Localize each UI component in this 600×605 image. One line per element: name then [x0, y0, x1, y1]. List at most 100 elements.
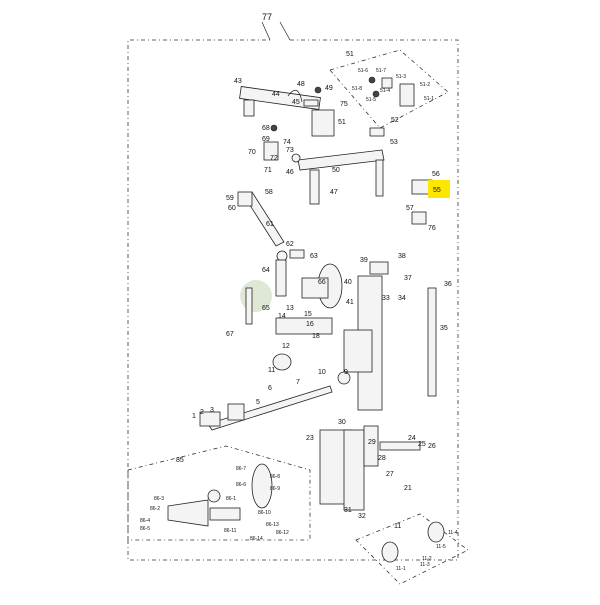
label-86-2: 86-2: [150, 506, 160, 512]
part-48: [303, 99, 319, 107]
label-64: 64: [262, 267, 270, 274]
label-66: 66: [318, 279, 326, 286]
part-51-2: [381, 77, 393, 89]
part-3: [227, 403, 245, 421]
part-5: [199, 411, 221, 427]
label-71: 71: [264, 167, 272, 174]
part-45: [287, 89, 303, 103]
label-51: 51: [338, 119, 346, 126]
label-65: 65: [262, 305, 270, 312]
label-86-9: 86-9: [270, 486, 280, 492]
label-11-2: 11-2: [422, 556, 432, 562]
part-59: [237, 191, 253, 207]
label-86-5: 86-5: [140, 526, 150, 532]
label-77: 77: [262, 12, 272, 22]
label-51-7: 51-7: [376, 68, 386, 74]
label-14: 14: [278, 313, 286, 320]
part-11: [272, 353, 292, 371]
label-73: 73: [286, 147, 294, 154]
part-31: [343, 429, 365, 511]
part-86-2: [209, 507, 241, 521]
label-44: 44: [272, 91, 280, 98]
label-36: 36: [444, 281, 452, 288]
label-86-1: 86-1: [226, 496, 236, 502]
part-64: [275, 259, 287, 297]
label-26: 26: [428, 443, 436, 450]
part-35: [427, 287, 437, 397]
part-6-shaft: [207, 385, 333, 431]
label-41: 41: [346, 299, 354, 306]
label-11: 11: [268, 367, 275, 374]
label-23: 23: [306, 435, 314, 442]
part-51-7: [368, 76, 376, 84]
label-75: 75: [340, 101, 348, 108]
part-76: [411, 211, 427, 225]
callout-labels: 43 44 45 48 49 75 51 51 51-1 51-2 51-3 5…: [140, 51, 458, 572]
label-18: 18: [312, 333, 320, 340]
label-51-1: 51-1: [424, 96, 434, 102]
label-3: 3: [210, 407, 214, 414]
label-51-4: 51-4: [380, 88, 390, 94]
label-86-13: 86-13: [266, 522, 279, 528]
label-60: 60: [228, 205, 236, 212]
part-29: [363, 425, 379, 467]
label-28: 28: [378, 455, 386, 462]
label-57: 57: [406, 205, 414, 212]
label-70: 70: [248, 149, 256, 156]
subassembly-86-box: [127, 445, 311, 541]
label-58: 58: [265, 189, 273, 196]
label-37: 37: [404, 275, 412, 282]
label-1: 1: [192, 413, 196, 420]
part-65: [245, 287, 253, 325]
label-12: 12: [282, 343, 290, 350]
label-43: 43: [234, 78, 242, 85]
label-33: 33: [382, 295, 390, 302]
label-34: 34: [398, 295, 406, 302]
label-49: 49: [325, 85, 333, 92]
label-6: 6: [268, 385, 272, 392]
part-49: [314, 86, 322, 94]
label-16: 16: [306, 321, 314, 328]
label-86-6: 86-6: [236, 482, 246, 488]
part-51-1: [399, 83, 415, 107]
label-86-4: 86-4: [140, 518, 150, 524]
part-44-arm: [239, 86, 321, 110]
label-56: 56: [432, 171, 440, 178]
leader: [279, 21, 291, 41]
label-32: 32: [358, 513, 366, 520]
label-7: 7: [296, 379, 300, 386]
label-21: 21: [404, 485, 412, 492]
label-51-6: 51-6: [358, 68, 368, 74]
part-11-1: [381, 541, 399, 563]
label-53: 53: [390, 139, 398, 146]
part-86-1: [207, 489, 221, 503]
label-86-7: 86-7: [236, 466, 246, 472]
label-47: 47: [330, 189, 338, 196]
label-39: 39: [360, 257, 368, 264]
label-61: 61: [266, 221, 274, 228]
label-11-4: 11-4: [448, 530, 458, 536]
label-55-highlighted: 55: [433, 187, 441, 194]
label-69: 69: [262, 136, 270, 143]
label-68: 68: [262, 125, 270, 132]
label-72: 72: [270, 155, 278, 162]
label-25: 25: [418, 441, 426, 448]
part-41: [343, 329, 373, 373]
label-11-3: 11-3: [420, 562, 430, 568]
label-51-5: 51-5: [366, 97, 376, 103]
label-38: 38: [398, 253, 406, 260]
part-51-4: [372, 90, 380, 98]
part-46: [291, 153, 301, 163]
label-2: 2: [200, 409, 204, 416]
assembly-boundary: [127, 39, 459, 561]
label-51-8: 51-8: [352, 86, 362, 92]
part-72: [263, 141, 279, 161]
label-59: 59: [226, 195, 234, 202]
label-11-5: 11-5: [436, 544, 446, 550]
label-46: 46: [286, 169, 294, 176]
part-68: [270, 124, 278, 132]
label-85: 85: [176, 457, 184, 464]
label-63: 63: [310, 253, 318, 260]
